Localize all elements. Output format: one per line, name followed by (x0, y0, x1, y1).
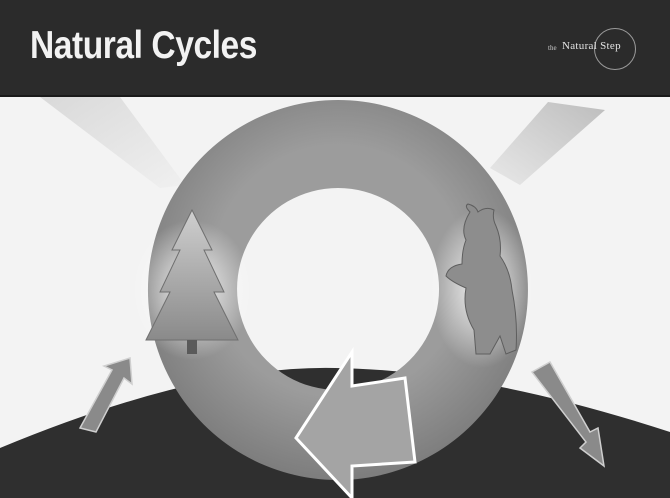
logo-main-text: Natural Step (562, 40, 621, 52)
logo-small-text: the (548, 44, 557, 52)
natural-step-logo: the Natural Step (548, 30, 668, 66)
slide-title: Natural Cycles (30, 24, 257, 68)
cycle-diagram (0, 97, 670, 498)
header-bar: Natural Cycles the Natural Step (0, 0, 670, 97)
